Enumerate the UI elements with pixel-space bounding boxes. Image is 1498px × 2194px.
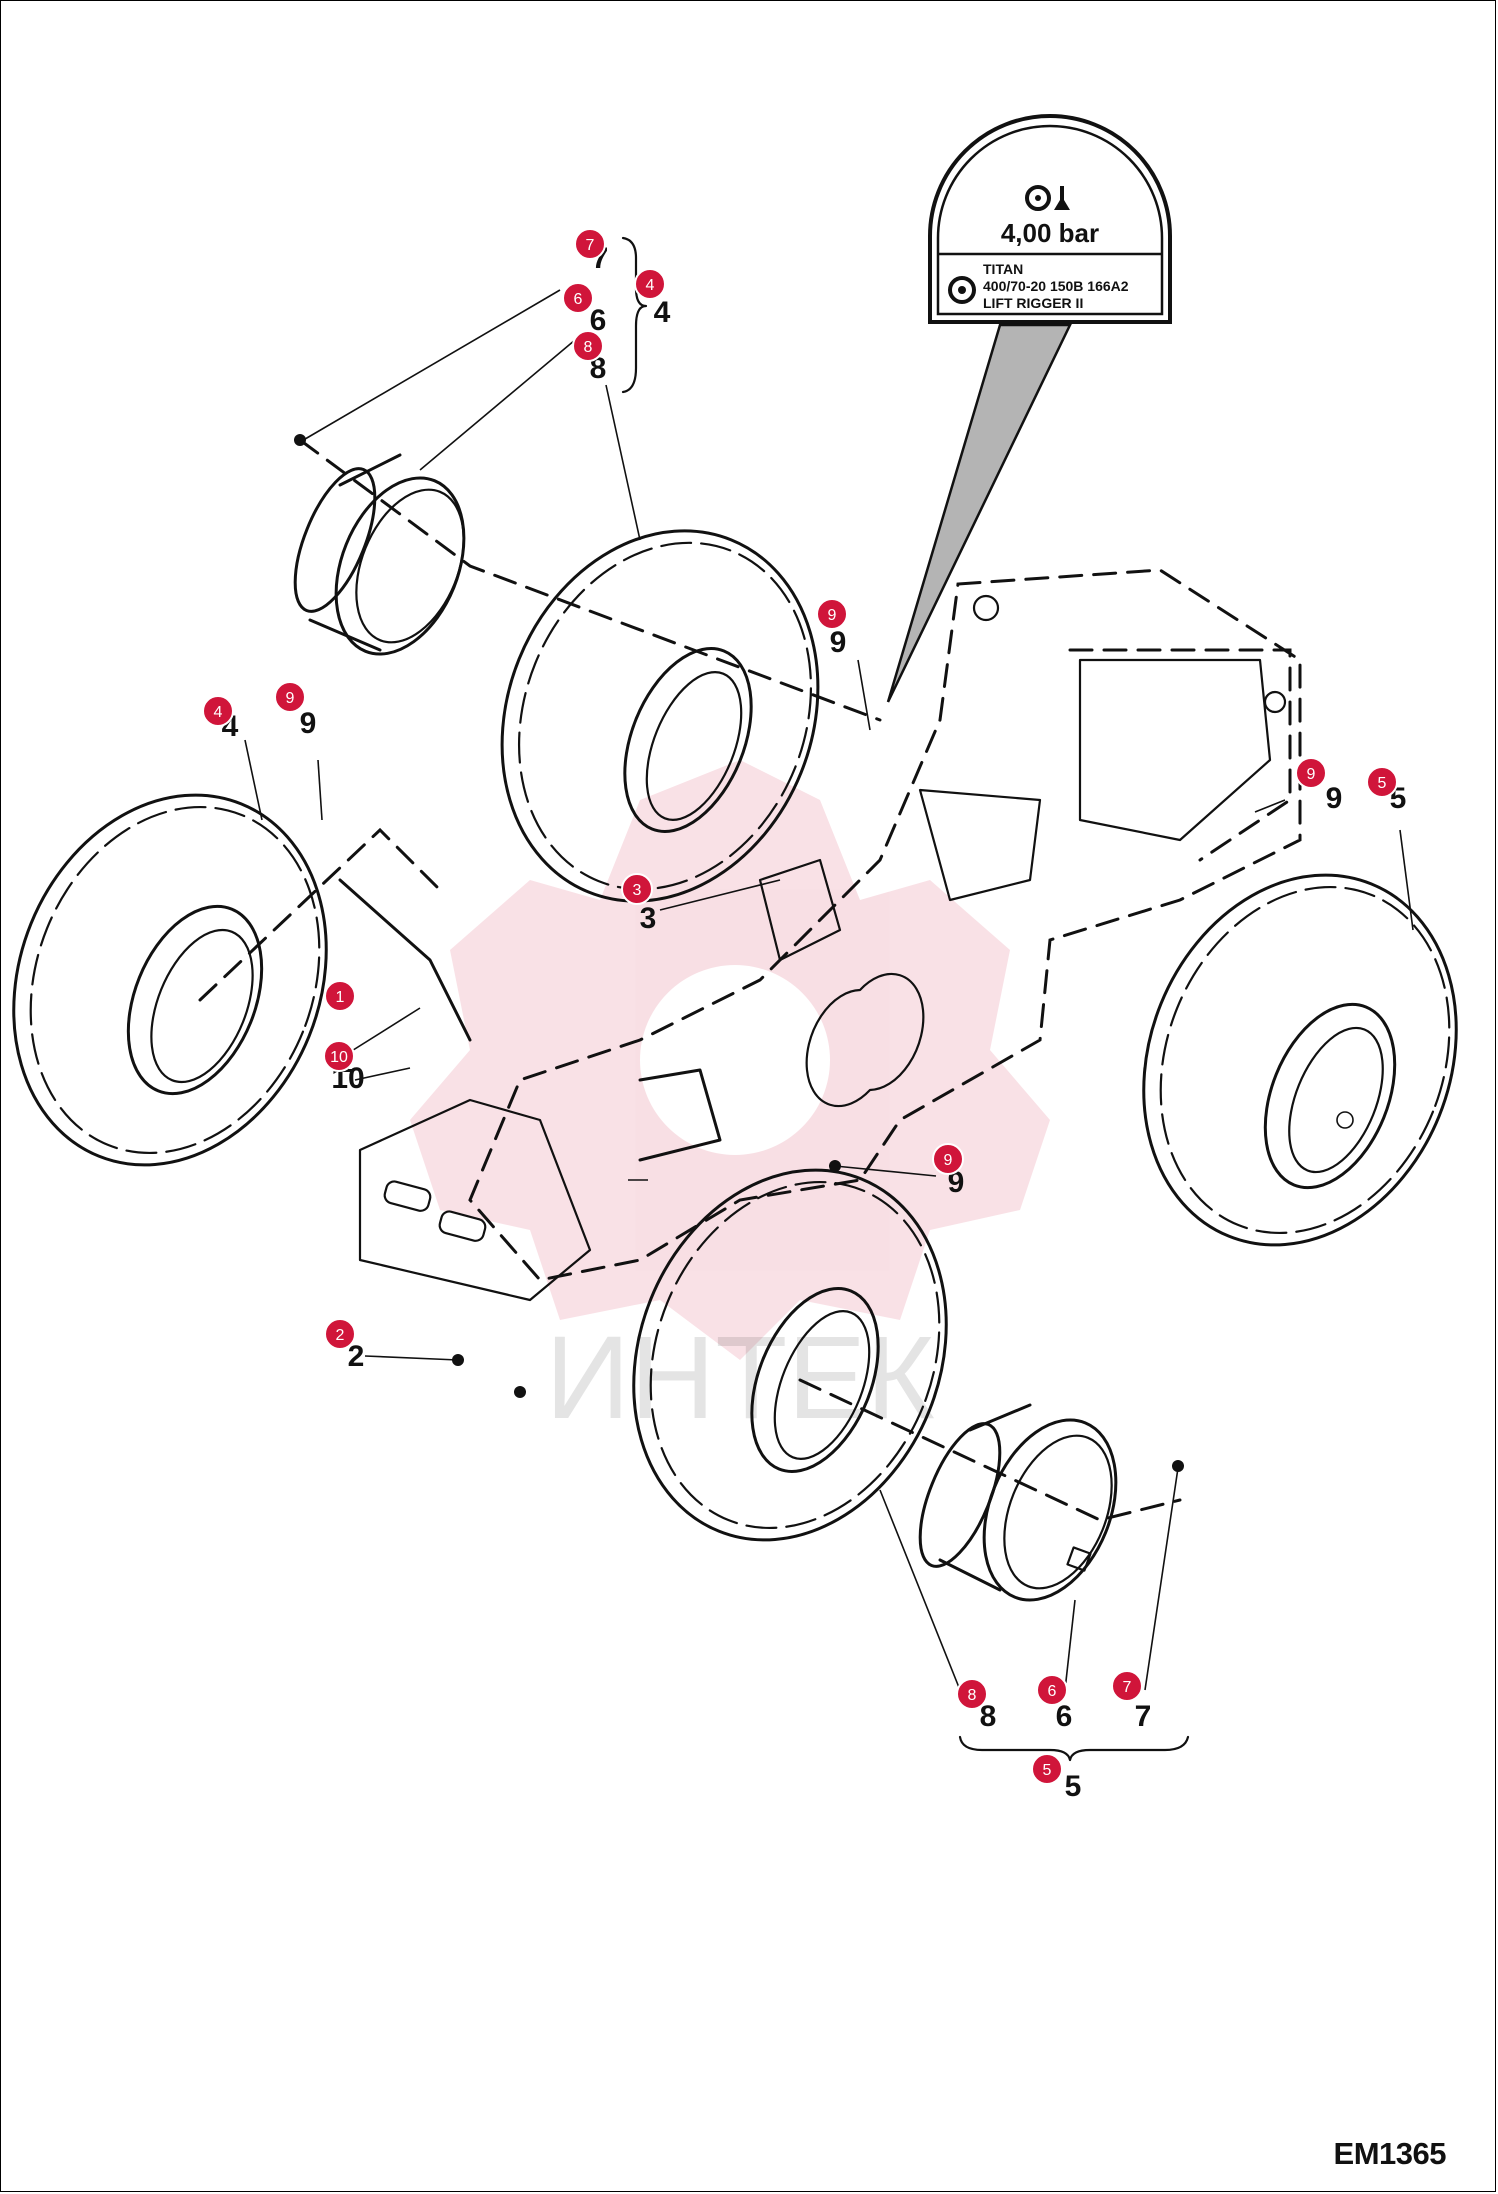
callout-8-bottom: 88	[956, 1678, 997, 1733]
rim-top	[293, 438, 882, 722]
callout-6-bottom-badge-label: 6	[1048, 1683, 1057, 1700]
callout-1-badge-label: 1	[336, 989, 345, 1006]
callout-4-left-badge-label: 4	[214, 704, 223, 721]
callouts: 77668844994499995533111010992288667755	[202, 228, 1406, 1803]
callout-6-bottom: 66	[1036, 1674, 1073, 1733]
rim-bottom	[918, 1403, 1118, 1602]
callout-5-bottom: 55	[1031, 1753, 1082, 1803]
label-model: LIFT RIGGER II	[983, 295, 1083, 311]
wheel-right	[1142, 873, 1458, 1247]
callout-6-bottom-number: 6	[1056, 1700, 1073, 1733]
leader-lines	[244, 236, 1414, 1762]
callout-6-top-badge	[562, 282, 594, 314]
callout-8-bottom-number: 8	[980, 1700, 997, 1733]
wheel-bottom	[632, 1168, 1182, 1542]
callout-5-right-badge-label: 5	[1378, 775, 1387, 792]
callout-9-mid-badge	[932, 1143, 964, 1175]
callout-3-badge-label: 3	[633, 882, 642, 899]
callout-4-top-badge-label: 4	[646, 277, 655, 294]
wheel-top	[500, 529, 820, 903]
pressure-gauge-icon	[1054, 186, 1070, 210]
callout-6-bottom-badge	[1036, 1674, 1068, 1706]
callout-6-top-number: 6	[590, 304, 607, 337]
callout-5-right: 55	[1366, 766, 1406, 815]
callout-3: 33	[621, 873, 657, 935]
callout-7-top: 77	[574, 228, 608, 275]
callout-10-badge-label: 10	[330, 1049, 348, 1066]
callout-4-left-badge	[202, 695, 234, 727]
tyre-small-icon	[948, 276, 976, 304]
chassis-frame	[338, 568, 1302, 1302]
callout-8-bottom-badge	[956, 1678, 988, 1710]
callout-6-top: 66	[562, 282, 607, 337]
callout-1-badge	[324, 980, 356, 1012]
callout-9-left: 99	[274, 681, 317, 740]
callout-9-top: 99	[816, 598, 848, 659]
callout-9-left-number: 9	[300, 707, 317, 740]
drawing-code: EM1365	[1333, 2136, 1447, 2171]
watermark-logo	[410, 760, 1050, 1360]
callout-9-right-badge-label: 9	[1307, 766, 1316, 783]
callout-9-right: 99	[1295, 757, 1343, 815]
callout-8-top-badge-label: 8	[584, 339, 593, 356]
callout-6-top-badge-label: 6	[574, 291, 583, 308]
callout-9-right-number: 9	[1326, 782, 1343, 815]
callout-8-bottom-badge-label: 8	[968, 1687, 977, 1704]
label-size-rating: 400/70-20 150B 166A2	[983, 278, 1129, 294]
wheel-left	[12, 793, 442, 1167]
callout-7-bottom-badge	[1111, 1670, 1143, 1702]
callout-8-top-badge	[572, 330, 604, 362]
callout-5-bottom-badge-label: 5	[1043, 1762, 1052, 1779]
label-pointer	[886, 323, 1072, 703]
callout-9-top-badge-label: 9	[828, 607, 837, 624]
callout-4-top: 44	[634, 268, 671, 329]
callout-4-left: 44	[202, 695, 239, 743]
callout-9-mid: 99	[932, 1143, 964, 1199]
callout-5-bottom-number: 5	[1065, 1770, 1082, 1803]
label-brand: TITAN	[983, 261, 1023, 277]
tyre-icon	[1025, 185, 1051, 211]
callout-4-top-number: 4	[654, 296, 671, 329]
callout-9-left-badge-label: 9	[286, 690, 295, 707]
callout-5-bottom-badge	[1031, 1753, 1063, 1785]
tyre-pressure-label: 4,00 bar TITAN 400/70-20 150B 166A2 LIFT…	[886, 114, 1172, 703]
callout-10-badge	[323, 1040, 355, 1072]
callout-3-badge	[621, 873, 653, 905]
callout-9-mid-badge-label: 9	[944, 1152, 953, 1169]
callout-8-top: 88	[572, 330, 606, 385]
callout-2-badge	[324, 1318, 356, 1350]
callout-4-top-badge	[634, 268, 666, 300]
callout-7-bottom-number: 7	[1135, 1700, 1152, 1733]
callout-7-top-badge-label: 7	[586, 237, 595, 254]
callout-9-top-number: 9	[830, 626, 847, 659]
callout-7-bottom: 77	[1111, 1670, 1152, 1733]
callout-2-badge-label: 2	[336, 1327, 345, 1344]
watermark-text: ИНТЕК	[545, 1312, 935, 1444]
callout-5-right-badge	[1366, 766, 1398, 798]
callout-2: 22	[324, 1318, 365, 1373]
callout-7-top-badge	[574, 228, 606, 260]
callout-9-left-badge	[274, 681, 306, 713]
callout-3-number: 3	[640, 902, 657, 935]
callout-9-top-badge	[816, 598, 848, 630]
callout-7-bottom-badge-label: 7	[1123, 1679, 1132, 1696]
callout-9-right-badge	[1295, 757, 1327, 789]
callout-2-number: 2	[348, 1340, 365, 1373]
label-pressure: 4,00 bar	[1001, 218, 1099, 248]
